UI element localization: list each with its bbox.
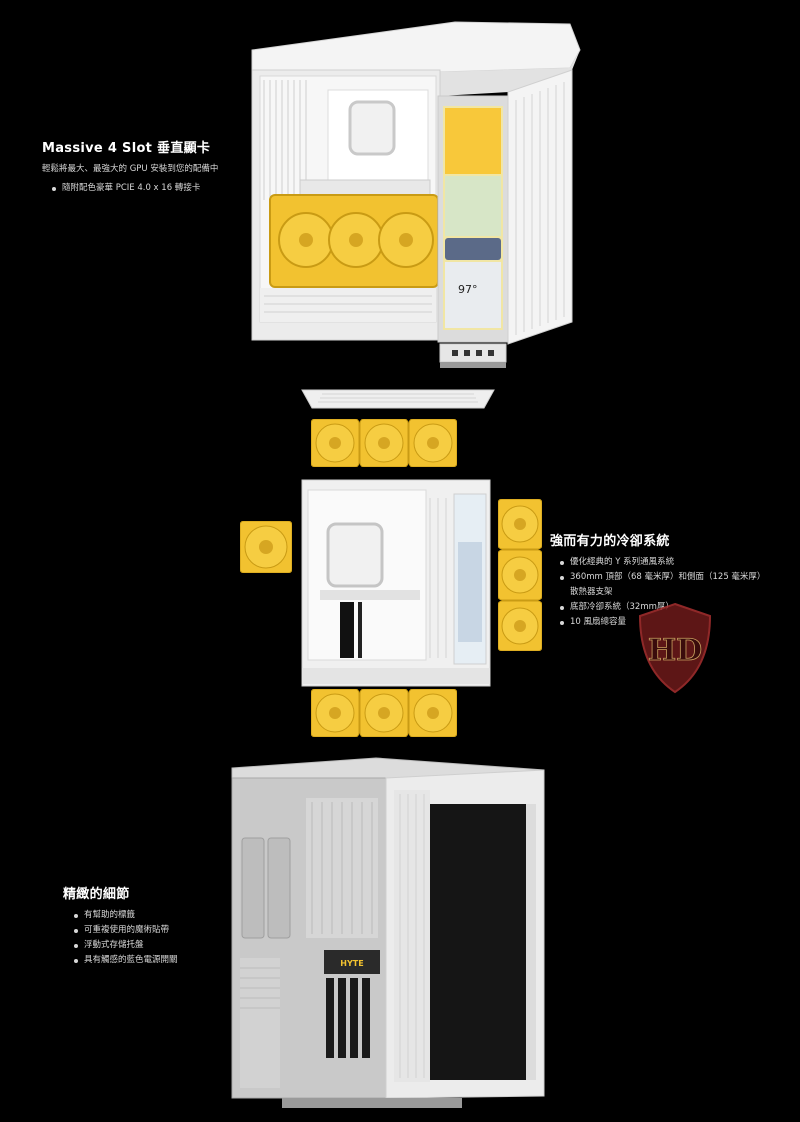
cooling-section-heading: 強而有力的冷卻系統 xyxy=(550,534,670,549)
gpu-section-description: 輕鬆將最大、最強大的 GPU 安裝到您的配備中 xyxy=(42,164,219,174)
bottom-fans-image xyxy=(311,689,457,737)
svg-text:HD: HD xyxy=(648,633,702,668)
case-front-view-image: 97° xyxy=(251,21,581,368)
gpu-section-heading: Massive 4 Slot 垂直顯卡 xyxy=(42,141,211,156)
list-item: 優化經典的 Y 系列通風系統 xyxy=(558,555,770,570)
watermark-logo: HD xyxy=(638,602,712,694)
top-fans-image xyxy=(311,419,457,467)
list-item: 360mm 頂部（68 毫米厚）和側面（125 毫米厚）散熱器支架 xyxy=(558,570,770,600)
list-item: 10 風扇總容量 xyxy=(558,615,770,630)
list-item: 具有觸感的藍色電源開關 xyxy=(72,953,252,968)
cooling-feature-list: 優化經典的 Y 系列通風系統 360mm 頂部（68 毫米厚）和側面（125 毫… xyxy=(558,555,770,630)
screen-temperature: 97° xyxy=(458,283,478,296)
list-item: 有幫助的標籤 xyxy=(72,908,252,923)
details-section-heading: 精緻的細節 xyxy=(63,887,130,902)
list-item: 浮動式存儲托盤 xyxy=(72,938,252,953)
details-feature-list: 有幫助的標籤 可重複使用的魔術貼帶 浮動式存儲托盤 具有觸感的藍色電源開關 xyxy=(72,908,252,968)
list-item: 底部冷卻系統（32mm厚） xyxy=(558,600,770,615)
list-item: 隨附配色豪華 PCIE 4.0 x 16 轉接卡 xyxy=(50,181,250,196)
list-item: 可重複使用的魔術貼帶 xyxy=(72,923,252,938)
rear-fan-image xyxy=(240,521,292,573)
side-fans-image xyxy=(498,499,542,651)
case-exploded-body-image xyxy=(301,479,491,687)
case-rear-view-image: HYTE xyxy=(231,757,545,1108)
psu-brand-label: HYTE xyxy=(340,959,363,968)
gpu-feature-list: 隨附配色豪華 PCIE 4.0 x 16 轉接卡 xyxy=(50,181,250,196)
top-panel-image xyxy=(301,389,495,409)
